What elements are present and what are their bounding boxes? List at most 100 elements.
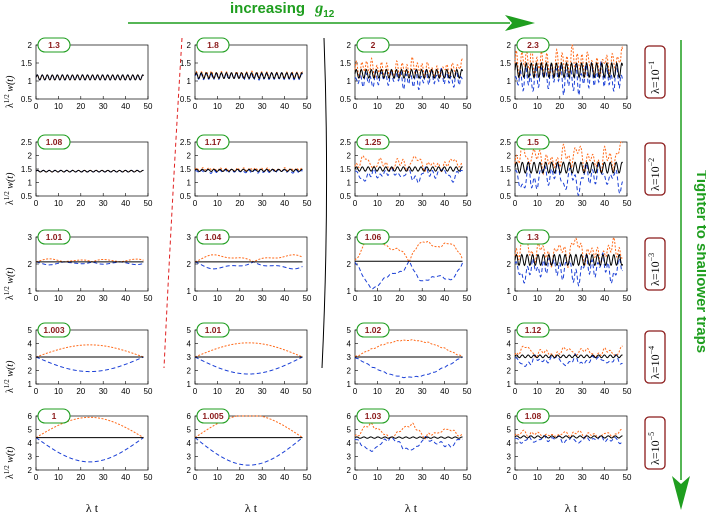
badge-oval [516,408,550,424]
x-tick-label: 30 [99,473,108,482]
row-label-base: λ=10 [648,261,662,286]
series-blue [194,72,303,81]
y-label-tail: w(t) [5,267,16,286]
badge-value: 1.03 [365,411,382,421]
y-tick-label: 4 [347,439,352,448]
series-orange [514,345,623,359]
series-blue [354,67,464,91]
panel-frame [514,415,628,471]
x-axis-label-col4: λ t [565,501,578,515]
y-label-tail: w(t) [5,172,16,191]
y-tick-label: 1 [507,287,512,296]
row-label-text: λ=10−1 [647,61,662,94]
series-blue [194,261,303,270]
y-tick-label: 6 [28,412,33,421]
x-tick-label: 40 [121,387,130,396]
row-label-box [644,237,666,291]
y-tick-label: 3 [187,453,192,462]
y-tick-label: 1 [347,179,352,188]
series-orange [514,44,624,79]
badge-value: 1.12 [525,325,542,335]
x-tick-label: 30 [418,294,427,303]
y-tick-label: 3 [187,353,192,362]
y-tick-label: 5 [347,326,352,335]
x-tick-label: 50 [144,199,153,208]
row-label-box [644,142,666,196]
y-tick-label: 1 [347,77,352,86]
x-tick-label: 30 [99,387,108,396]
series-black [35,74,144,81]
row-label-base: λ=10 [648,440,662,465]
y-tick-label: 5 [187,326,192,335]
divider-black-curve [321,37,328,369]
x-tick-label: 0 [193,294,198,303]
x-tick-label: 40 [600,473,609,482]
x-tick-label: 20 [235,294,244,303]
x-tick-label: 40 [280,294,289,303]
x-tick-label: 40 [121,473,130,482]
x-axis-label-col3: λ t [405,501,418,515]
y-tick-label: 2 [28,152,33,161]
x-tick-label: 0 [353,387,358,396]
y-tick-label: 2 [187,41,192,50]
y-tick-label: 1 [28,179,33,188]
row-label-3: λ=10−3 [644,237,666,291]
x-tick-label: 10 [213,387,222,396]
x-tick-label: 10 [213,102,222,111]
x-tick-label: 0 [513,102,518,111]
y-tick-label: 0.5 [500,95,512,104]
y-tick-label: 1 [507,179,512,188]
series-blue [194,437,303,466]
x-axis-label-col2: λ t [245,501,258,515]
series-orange [354,339,463,358]
x-tick-label: 40 [600,387,609,396]
y-tick-label: 1.5 [500,59,512,68]
x-tick-label: 30 [418,387,427,396]
x-tick-label: 40 [440,199,449,208]
series-blue [35,356,144,373]
x-tick-label: 50 [463,294,472,303]
x-tick-label: 30 [258,102,267,111]
y-label-lambda: λ [5,103,16,108]
y-axis-label: λ1/2 w(t) [3,360,16,393]
y-tick-label: 1.5 [340,59,352,68]
y-tick-label: 6 [187,412,192,421]
title-text: increasing g12 [230,0,335,20]
y-tick-label: 0.5 [21,192,33,201]
badge-oval [356,408,390,424]
y-tick-label: 3 [347,453,352,462]
y-tick-label: 1.5 [21,165,33,174]
panel-frame [194,236,308,292]
x-tick-label: 20 [76,102,85,111]
x-tick-label: 40 [121,102,130,111]
badge-value: 1.25 [365,137,382,147]
y-tick-label: 0.5 [180,192,192,201]
x-tick-label: 0 [513,294,518,303]
badge-oval [356,322,390,338]
series-blue [194,356,303,375]
x-tick-label: 50 [303,294,312,303]
y-tick-label: 1.5 [500,165,512,174]
series-orange [35,416,144,439]
y-tick-label: 1 [347,380,352,389]
y-tick-label: 5 [28,326,33,335]
x-tick-label: 20 [555,199,564,208]
x-tick-label: 30 [418,102,427,111]
badge-value: 1.3 [48,40,60,50]
series-orange [514,141,623,176]
badge-value: 2.3 [527,40,539,50]
x-tick-label: 30 [418,473,427,482]
badge-value: 1.01 [205,325,222,335]
badge-oval [516,229,550,245]
badge-oval [37,322,71,338]
y-label-sup: 1/2 [3,191,11,200]
